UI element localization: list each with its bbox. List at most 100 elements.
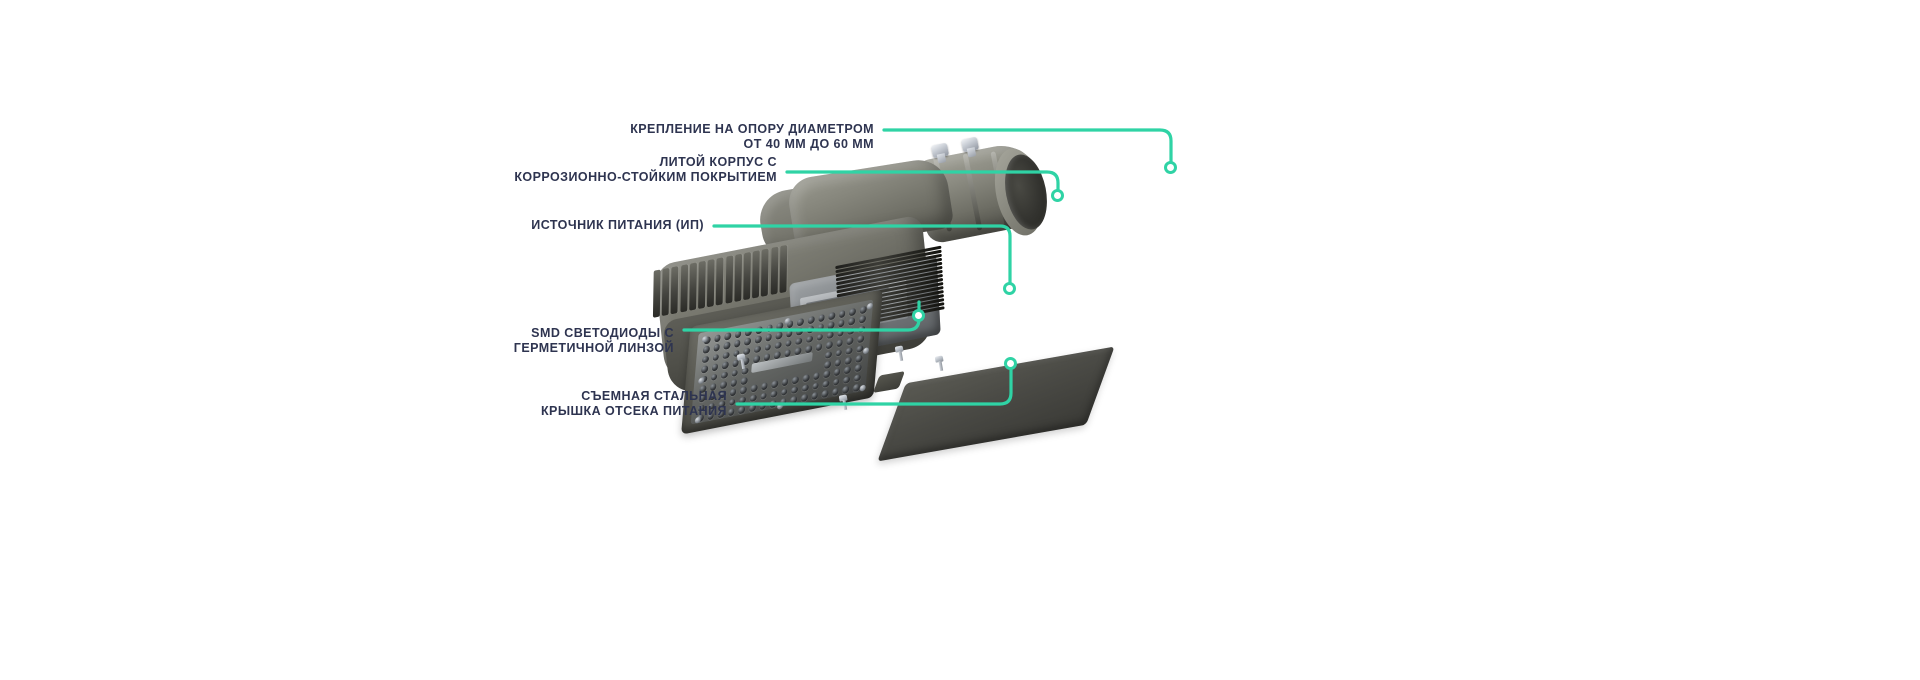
led-lens xyxy=(843,376,851,385)
led-lens xyxy=(824,350,832,359)
callout-label-smd-leds: SMD СВЕТОДИОДЫ С ГЕРМЕТИЧНОЙ ЛИНЗОЙ xyxy=(513,326,674,355)
cover-plate-tab xyxy=(873,371,905,393)
panel-screw xyxy=(862,347,870,355)
callout-marker-smd-leds[interactable] xyxy=(912,309,925,322)
panel-screw xyxy=(859,384,866,392)
led-lens xyxy=(826,331,834,340)
led-lens xyxy=(849,307,857,316)
led-lens xyxy=(785,329,793,338)
led-lens xyxy=(844,356,852,365)
led-lens xyxy=(817,313,825,323)
heat-sink-fin xyxy=(734,253,742,303)
led-lens xyxy=(835,348,843,357)
heat-sink-fin xyxy=(652,269,661,318)
led-lens xyxy=(831,387,839,396)
led-lens xyxy=(854,364,862,373)
callout-marker-cover-plate[interactable] xyxy=(1004,357,1017,370)
led-lens xyxy=(858,315,866,324)
led-lens xyxy=(805,335,813,344)
led-lens xyxy=(722,351,730,360)
led-lens xyxy=(728,398,736,407)
led-lens xyxy=(745,328,753,337)
heat-sink-fin xyxy=(661,267,670,317)
led-lens xyxy=(859,305,867,314)
led-lens xyxy=(776,322,784,331)
led-lens xyxy=(816,333,824,342)
heat-sink-fin xyxy=(725,255,733,304)
led-lens xyxy=(797,317,805,327)
led-lens xyxy=(795,337,803,346)
led-lens xyxy=(842,385,850,394)
led-lens xyxy=(755,326,763,335)
led-lens xyxy=(759,392,767,401)
led-lens xyxy=(815,343,823,352)
led-lens xyxy=(750,384,758,393)
callout-marker-pole-mount[interactable] xyxy=(1164,161,1177,174)
led-lens xyxy=(739,396,747,405)
led-lens xyxy=(806,325,814,334)
led-lens xyxy=(711,363,719,372)
led-lens xyxy=(811,382,820,391)
heat-sink-fin xyxy=(761,248,769,297)
led-panel-slot xyxy=(751,351,813,374)
led-lens xyxy=(700,365,708,374)
led-lens xyxy=(730,378,738,387)
led-lens xyxy=(832,378,840,387)
led-lens xyxy=(852,383,860,392)
led-lens xyxy=(765,324,773,333)
led-lens xyxy=(723,341,731,350)
led-lens xyxy=(721,361,729,370)
led-lens xyxy=(765,333,773,342)
led-lens xyxy=(802,374,810,383)
led-lens xyxy=(753,345,761,354)
led-lens xyxy=(769,399,777,409)
led-lens xyxy=(770,390,778,399)
led-lens xyxy=(748,403,756,413)
led-lens xyxy=(837,329,845,338)
led-lens xyxy=(710,373,718,382)
led-lens xyxy=(855,354,863,363)
led-lens xyxy=(821,389,829,398)
led-lens xyxy=(701,355,709,364)
led-lens xyxy=(801,384,809,393)
led-lens xyxy=(731,369,739,378)
led-lens xyxy=(764,343,772,352)
led-lens xyxy=(712,353,720,362)
panel-screw xyxy=(698,377,705,385)
led-lens xyxy=(727,408,735,417)
led-lens xyxy=(738,405,746,415)
led-lens xyxy=(790,395,798,404)
led-lens xyxy=(774,341,782,350)
led-lens xyxy=(844,366,852,375)
led-lens xyxy=(833,368,841,377)
led-lens xyxy=(847,327,855,336)
led-lens xyxy=(733,339,741,348)
heat-sink-fin xyxy=(752,250,760,299)
removable-steel-cover xyxy=(877,346,1115,462)
heat-sink-fin xyxy=(779,244,788,294)
callout-marker-cast-body[interactable] xyxy=(1051,189,1064,202)
led-lens xyxy=(740,376,748,385)
led-lens xyxy=(720,380,728,389)
heat-sink-fin xyxy=(770,246,778,296)
callout-label-power-supply: ИСТОЧНИК ПИТАНИЯ (ИП) xyxy=(531,218,704,232)
led-lens xyxy=(739,386,748,395)
led-lens xyxy=(744,337,752,346)
led-lens xyxy=(811,391,819,400)
panel-screw xyxy=(776,402,784,410)
led-lens xyxy=(771,380,779,389)
heat-sink-fin xyxy=(716,257,724,306)
led-lens xyxy=(713,334,721,343)
led-lens xyxy=(713,343,721,352)
cover-screw xyxy=(934,355,946,372)
led-lens xyxy=(724,332,732,341)
led-lens xyxy=(828,311,836,320)
led-lens xyxy=(848,317,856,326)
led-lens xyxy=(838,309,846,318)
callout-label-pole-mount: КРЕПЛЕНИЕ НА ОПОРУ ДИАМЕТРОМ ОТ 40 ММ ДО… xyxy=(630,122,874,151)
callout-marker-power-supply[interactable] xyxy=(1003,282,1016,295)
led-lens xyxy=(791,386,799,395)
led-lens xyxy=(817,323,825,332)
led-lens xyxy=(784,339,793,348)
